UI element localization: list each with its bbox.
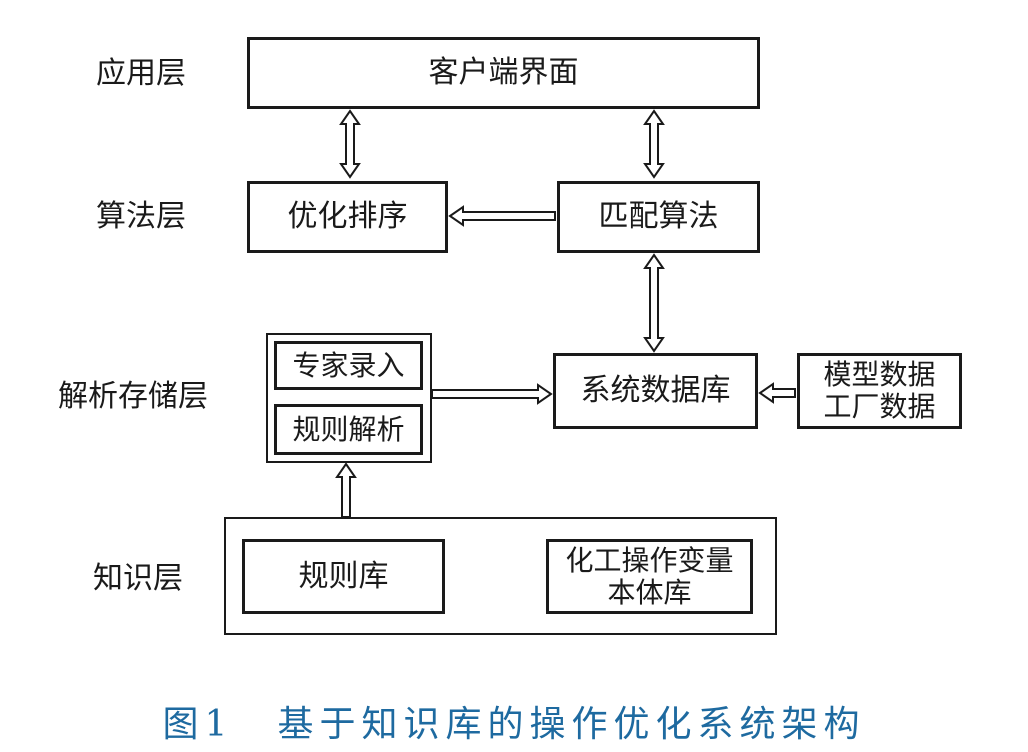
node-system-database: 系统数据库 bbox=[553, 353, 758, 429]
layer-label-algorithm: 算法层 bbox=[96, 199, 186, 234]
group-knowledge bbox=[224, 517, 777, 635]
arrow-client-optimize bbox=[339, 109, 361, 179]
node-client-ui-label: 客户端界面 bbox=[428, 55, 579, 90]
node-expert-entry: 专家录入 bbox=[274, 341, 423, 390]
node-model-data-label: 模型数据 bbox=[823, 358, 936, 391]
layer-label-application: 应用层 bbox=[96, 56, 186, 91]
figure-title: 基于知识库的操作优化系统架构 bbox=[277, 704, 866, 745]
arrow-client-match bbox=[643, 109, 665, 179]
arrow-expert-to-database bbox=[431, 383, 553, 405]
node-match-algorithm: 匹配算法 bbox=[557, 181, 760, 253]
node-system-database-label: 系统数据库 bbox=[580, 373, 731, 408]
node-optimize-sort: 优化排序 bbox=[247, 181, 448, 253]
node-chem-operation-ontology: 化工操作变量 本体库 bbox=[546, 539, 753, 614]
arrow-match-to-optimize bbox=[448, 205, 556, 227]
node-model-factory-data: 模型数据 工厂数据 bbox=[797, 353, 962, 429]
layer-label-knowledge: 知识层 bbox=[93, 561, 183, 596]
node-chem-op-line2: 本体库 bbox=[607, 575, 692, 609]
arrow-rulebase-to-parse bbox=[335, 462, 357, 518]
layer-label-parse-storage: 解析存储层 bbox=[58, 379, 208, 414]
node-rule-base: 规则库 bbox=[242, 539, 445, 614]
node-factory-data-label: 工厂数据 bbox=[823, 390, 936, 423]
node-optimize-sort-label: 优化排序 bbox=[287, 199, 408, 234]
node-match-algorithm-label: 匹配算法 bbox=[598, 199, 719, 234]
node-expert-entry-label: 专家录入 bbox=[292, 348, 405, 382]
arrow-data-to-database bbox=[758, 382, 796, 404]
node-client-ui: 客户端界面 bbox=[247, 37, 760, 109]
node-chem-op-line1: 化工操作变量 bbox=[565, 543, 734, 577]
node-rule-parse-label: 规则解析 bbox=[292, 412, 405, 446]
node-rule-parse: 规则解析 bbox=[274, 404, 423, 455]
arrow-match-database bbox=[643, 253, 665, 353]
node-rule-base-label: 规则库 bbox=[298, 558, 389, 594]
figure-caption: 图1 基于知识库的操作优化系统架构 bbox=[0, 695, 1028, 747]
figure-number: 图1 bbox=[162, 704, 234, 745]
